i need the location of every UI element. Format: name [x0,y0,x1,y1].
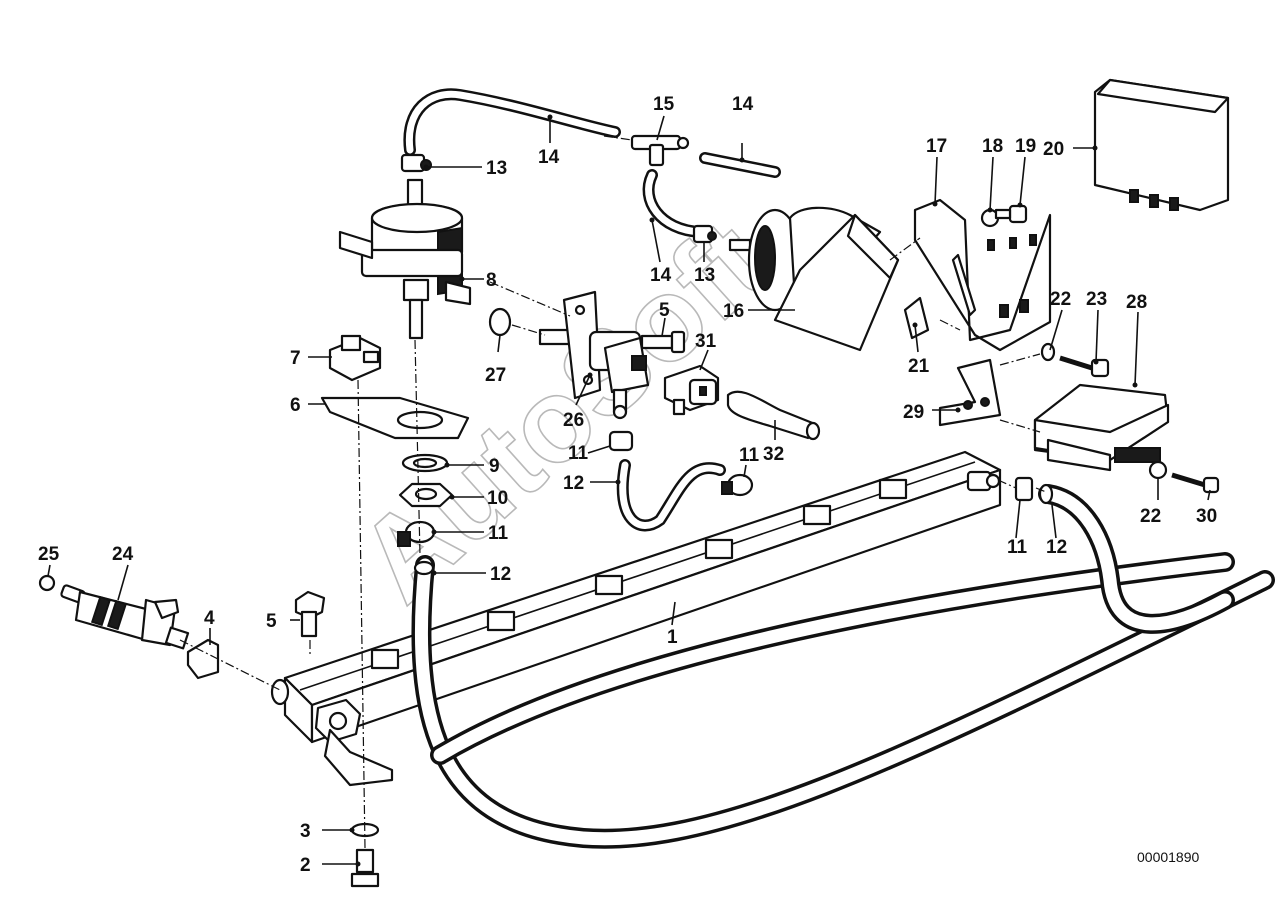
callout-14-left: 14 [538,147,560,168]
callout-19: 19 [1015,136,1036,157]
small-bracket [938,358,1002,427]
callout-12-right: 12 [1046,537,1067,558]
fuel-hose-right [1038,483,1235,634]
bolt-base [350,848,380,888]
callout-1: 1 [667,627,678,648]
callout-17: 17 [926,136,947,157]
drawing-number: 00001890 [1137,849,1200,865]
screw [1040,342,1110,378]
callout-18: 18 [982,136,1003,157]
fuel-rail [270,450,1002,787]
washer-right [1148,460,1168,480]
callout-21: 21 [908,356,930,377]
callout-23: 23 [1086,289,1107,310]
callout-29: 29 [903,402,924,423]
mounting-bracket [320,334,470,440]
callout-32: 32 [763,444,784,465]
callout-14-right: 14 [732,94,754,115]
control-unit [1033,383,1170,472]
callout-labels: 1 2 3 4 5 5 6 7 8 9 10 11 11 11 11 12 12… [38,94,1217,876]
retaining-clip [186,638,220,680]
callout-5-bottom: 5 [266,611,277,632]
callout-leaders [47,114,1211,867]
callout-9: 9 [489,456,500,477]
t-piece [630,134,690,167]
vacuum-actuator [728,206,900,352]
callout-3: 3 [300,821,311,842]
callout-7: 7 [290,348,301,369]
callout-28: 28 [1126,292,1147,313]
callout-16: 16 [723,301,744,322]
callout-4: 4 [204,608,215,629]
callout-31: 31 [695,331,717,352]
callout-24: 24 [112,544,134,565]
callout-6: 6 [290,395,301,416]
callout-26: 26 [563,410,584,431]
callout-11-nut: 11 [488,523,509,544]
connector [663,364,720,416]
screw-right [1171,472,1220,494]
callout-25: 25 [38,544,60,565]
bolt-bottom [294,590,326,638]
callout-27: 27 [485,365,506,386]
callout-12-main: 12 [490,564,511,585]
callout-11-right: 11 [1007,537,1028,558]
clip [903,296,930,340]
callout-14-mid: 14 [650,265,672,286]
seal-ring [38,574,56,592]
relay-bracket [913,198,1052,352]
injector [60,584,190,650]
callout-10: 10 [487,488,508,509]
sealing-washer [488,307,512,337]
callout-12-valve: 12 [563,473,584,494]
callout-8: 8 [486,270,497,291]
vacuum-hose-top [403,88,781,238]
callout-30: 30 [1196,506,1217,527]
callout-2: 2 [300,855,311,876]
bolt [640,330,686,354]
pressure-regulator [338,178,472,340]
callout-13-top: 13 [486,158,507,179]
hose-clamp-rail [608,430,1034,502]
bolt-top [994,204,1028,224]
control-valve [538,290,650,420]
rubber-plug [726,390,821,441]
fuel-hose-return [411,552,1275,849]
callout-22-bottom: 22 [1140,506,1161,527]
callout-5-top: 5 [659,300,670,321]
callout-11-rail: 11 [739,445,760,466]
callout-15: 15 [653,94,675,115]
callout-20: 20 [1043,139,1064,160]
callout-13-mid: 13 [694,265,715,286]
relay [1093,78,1230,212]
vacuum-hose-middle [616,459,726,532]
callout-22-top: 22 [1050,289,1071,310]
callout-11-valve: 11 [568,443,589,464]
